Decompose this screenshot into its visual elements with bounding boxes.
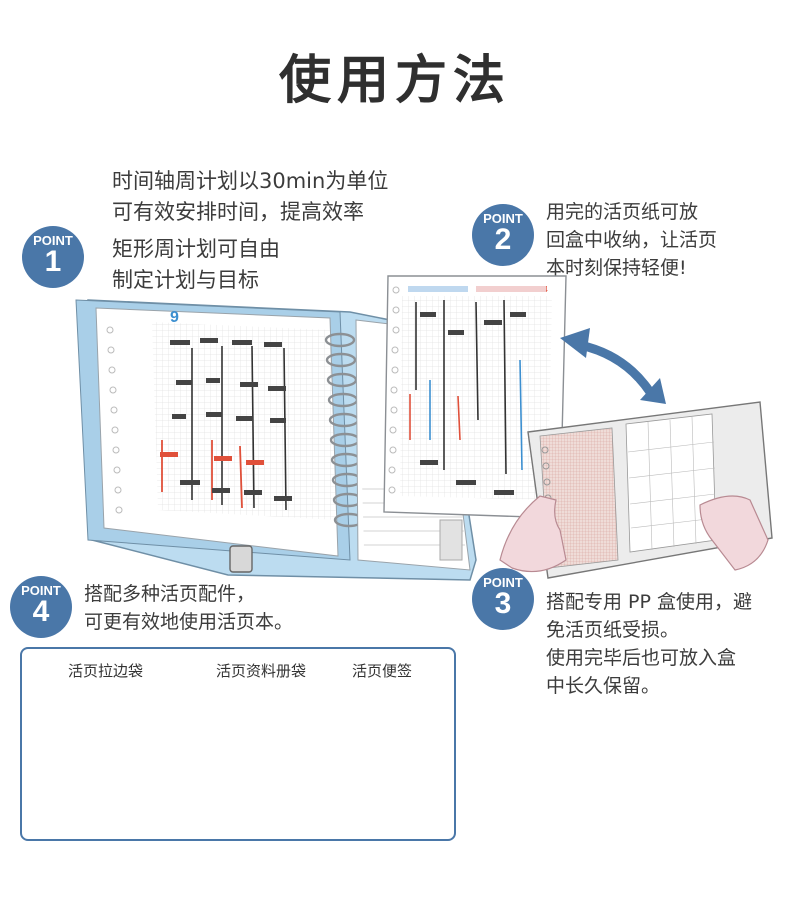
accessory-label-sticky-note: 活页便签 [352,662,413,680]
curved-arrow-icon [560,328,666,404]
point-1-badge: POINT 1 [22,226,84,288]
point-3-text: 搭配专用 PP 盒使用，避 免活页纸受损。 使用完毕后也可放入盒 中长久保留。 [546,591,752,697]
point-2-badge: POINT 2 [472,204,534,266]
accessories-panel [20,647,456,841]
point-4-text: 搭配多种活页配件， 可更有效地使用活页本。 [84,583,294,633]
binder-rings [324,332,365,528]
point-1-text: 时间轴周计划以30min为单位 可有效安排时间，提高效率 矩形周计划可自由 制定… [112,169,389,292]
refill-year: 2014 [530,285,548,294]
point-4-badge: POINT 4 [10,576,72,638]
point-2-text: 用完的活页纸可放 回盒中收纳，让活页 本时刻保持轻便! [546,201,718,279]
accessory-label-document-pocket: 活页资料册袋 [216,662,307,680]
refill-sheet: 2014 [383,275,567,519]
hands [499,495,769,573]
page-title: 使用方法 [278,51,511,111]
accessory-label-zipper-pouch: 活页拉边袋 [68,662,144,680]
pp-storage-box [527,401,773,579]
lined-notes-page [355,319,471,571]
binder-clasp [229,545,253,573]
planner-month: 9 [170,309,179,326]
point-3-badge: POINT 3 [472,568,534,630]
binder-cover [75,299,477,581]
weekly-planner-page: 9 [95,307,339,557]
